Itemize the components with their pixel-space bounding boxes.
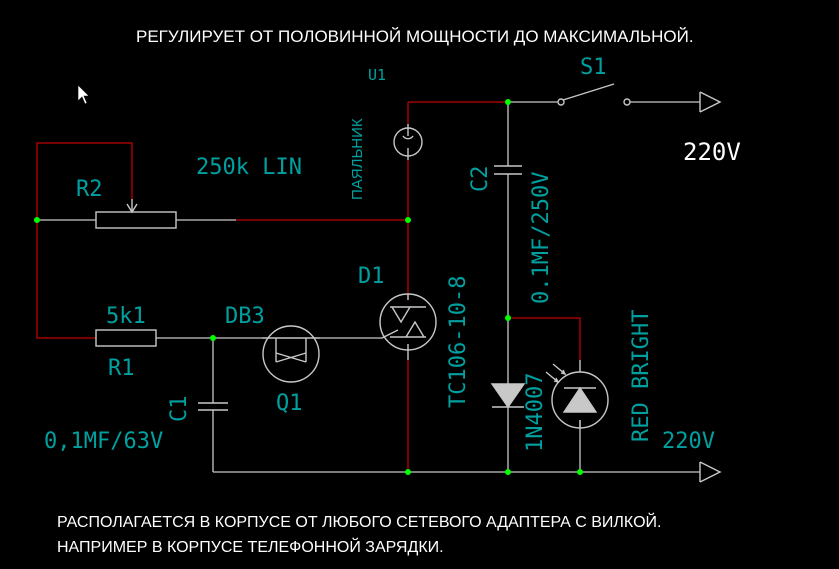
r2-ref: R2 [76, 177, 103, 202]
u1-value: ПАЯЛЬНИК [349, 118, 366, 200]
c1-ref: C1 [167, 396, 192, 423]
d1-ref: D1 [358, 264, 385, 289]
c2-value: 0.1MF/250V [529, 172, 554, 304]
r1-value: 5k1 [106, 304, 146, 329]
c1-value: 0,1MF/63V [44, 429, 163, 454]
diode-value: 1N4007 [523, 373, 548, 452]
diode-1n4007 [490, 383, 526, 409]
q1-ref: Q1 [276, 391, 303, 416]
u1-ref: U1 [368, 66, 386, 84]
db3-ref: DB3 [225, 304, 265, 329]
s1-ref: S1 [580, 55, 607, 80]
db3-diac [262, 325, 320, 383]
wires-red [36, 101, 581, 472]
led-value: RED BRIGHT [629, 310, 654, 442]
r1-resistor [95, 329, 157, 347]
d1-triac [379, 293, 437, 360]
r1-ref: R1 [108, 356, 135, 381]
d1-value: TC106-10-8 [446, 276, 471, 408]
r2-potentiometer [95, 199, 177, 229]
port-bottom-arrow-icon [699, 461, 722, 483]
junction-nodes [34, 99, 583, 475]
port-top-label: 220V [683, 138, 741, 166]
note-top: РЕГУЛИРУЕТ ОТ ПОЛОВИННОЙ МОЩНОСТИ ДО МАК… [136, 27, 694, 46]
port-bottom-label: 220V [662, 429, 715, 454]
c2-ref: C2 [468, 166, 493, 193]
u1-soldering-iron [393, 124, 423, 160]
mouse-cursor-icon [77, 84, 90, 105]
r2-value: 250k LIN [196, 155, 302, 180]
note-bottom-line2: НАПРИМЕР В КОРПУСЕ ТЕЛЕФОННОЙ ЗАРЯДКИ. [57, 537, 444, 556]
c2-capacitor [494, 165, 522, 175]
note-bottom-line1: РАСПОЛАГАЕТСЯ В КОРПУСЕ ОТ ЛЮБОГО СЕТЕВО… [57, 512, 661, 531]
c1-capacitor [198, 402, 228, 411]
led-red-bright [545, 360, 609, 429]
port-top-arrow-icon [699, 91, 722, 113]
s1-switch[interactable] [557, 83, 631, 106]
